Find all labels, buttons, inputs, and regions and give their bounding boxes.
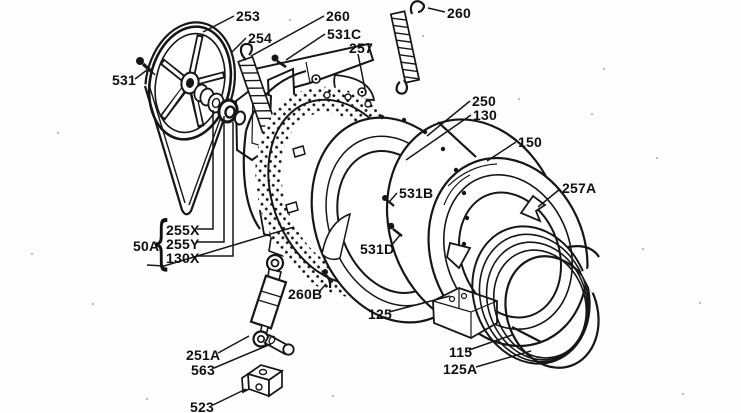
drive-belt xyxy=(143,21,236,216)
leader-255Y xyxy=(197,116,225,243)
leader-563 xyxy=(213,343,272,369)
front-flange-block xyxy=(432,287,498,339)
leader-260-left xyxy=(250,15,325,57)
leader-254 xyxy=(231,37,247,53)
leader-150 xyxy=(486,141,517,162)
scan-noise xyxy=(30,18,702,401)
leader-125A xyxy=(475,350,532,368)
leader-531B xyxy=(389,192,398,202)
drum-lifter-vane xyxy=(321,212,352,261)
flange-bolts xyxy=(379,114,470,247)
leader-251A xyxy=(217,335,250,354)
leader-260-right xyxy=(427,7,446,13)
pivot-pin xyxy=(263,333,295,356)
mounting-bracket-523 xyxy=(241,364,284,398)
screw-260B xyxy=(322,269,332,289)
leader-253 xyxy=(202,15,235,33)
clamp-ring-tail xyxy=(567,245,600,258)
leader-523 xyxy=(212,388,247,406)
group-leader-0 xyxy=(146,226,295,267)
leader-130X xyxy=(197,122,234,257)
leader-250 xyxy=(426,100,471,137)
spring-hook-top xyxy=(239,42,253,61)
tub-tab-257A xyxy=(519,194,547,223)
shock-absorber xyxy=(249,253,288,348)
shock-body xyxy=(249,274,288,330)
tub-tab-lower xyxy=(446,241,472,270)
screw-531 xyxy=(136,57,156,76)
door-gasket-rings xyxy=(471,225,600,369)
leader-257 xyxy=(357,53,367,95)
clamp-ring xyxy=(504,255,600,369)
leader-531C xyxy=(285,33,326,61)
leader-115 xyxy=(468,334,513,351)
leader-125 xyxy=(388,295,451,313)
screw-531D xyxy=(387,222,403,237)
leader-531 xyxy=(134,69,148,80)
leader-255X xyxy=(197,110,214,230)
screw-531C xyxy=(271,54,287,69)
leader-257A xyxy=(537,188,561,208)
leader-lines xyxy=(134,7,561,406)
leader-260B xyxy=(318,283,327,293)
screw-531B xyxy=(382,195,395,207)
suspension-spring-right xyxy=(389,0,425,95)
spring-hook-bottom xyxy=(395,79,408,95)
leader-130 xyxy=(405,114,472,161)
leader-531D xyxy=(390,234,401,247)
spring-hook-top xyxy=(409,0,425,15)
